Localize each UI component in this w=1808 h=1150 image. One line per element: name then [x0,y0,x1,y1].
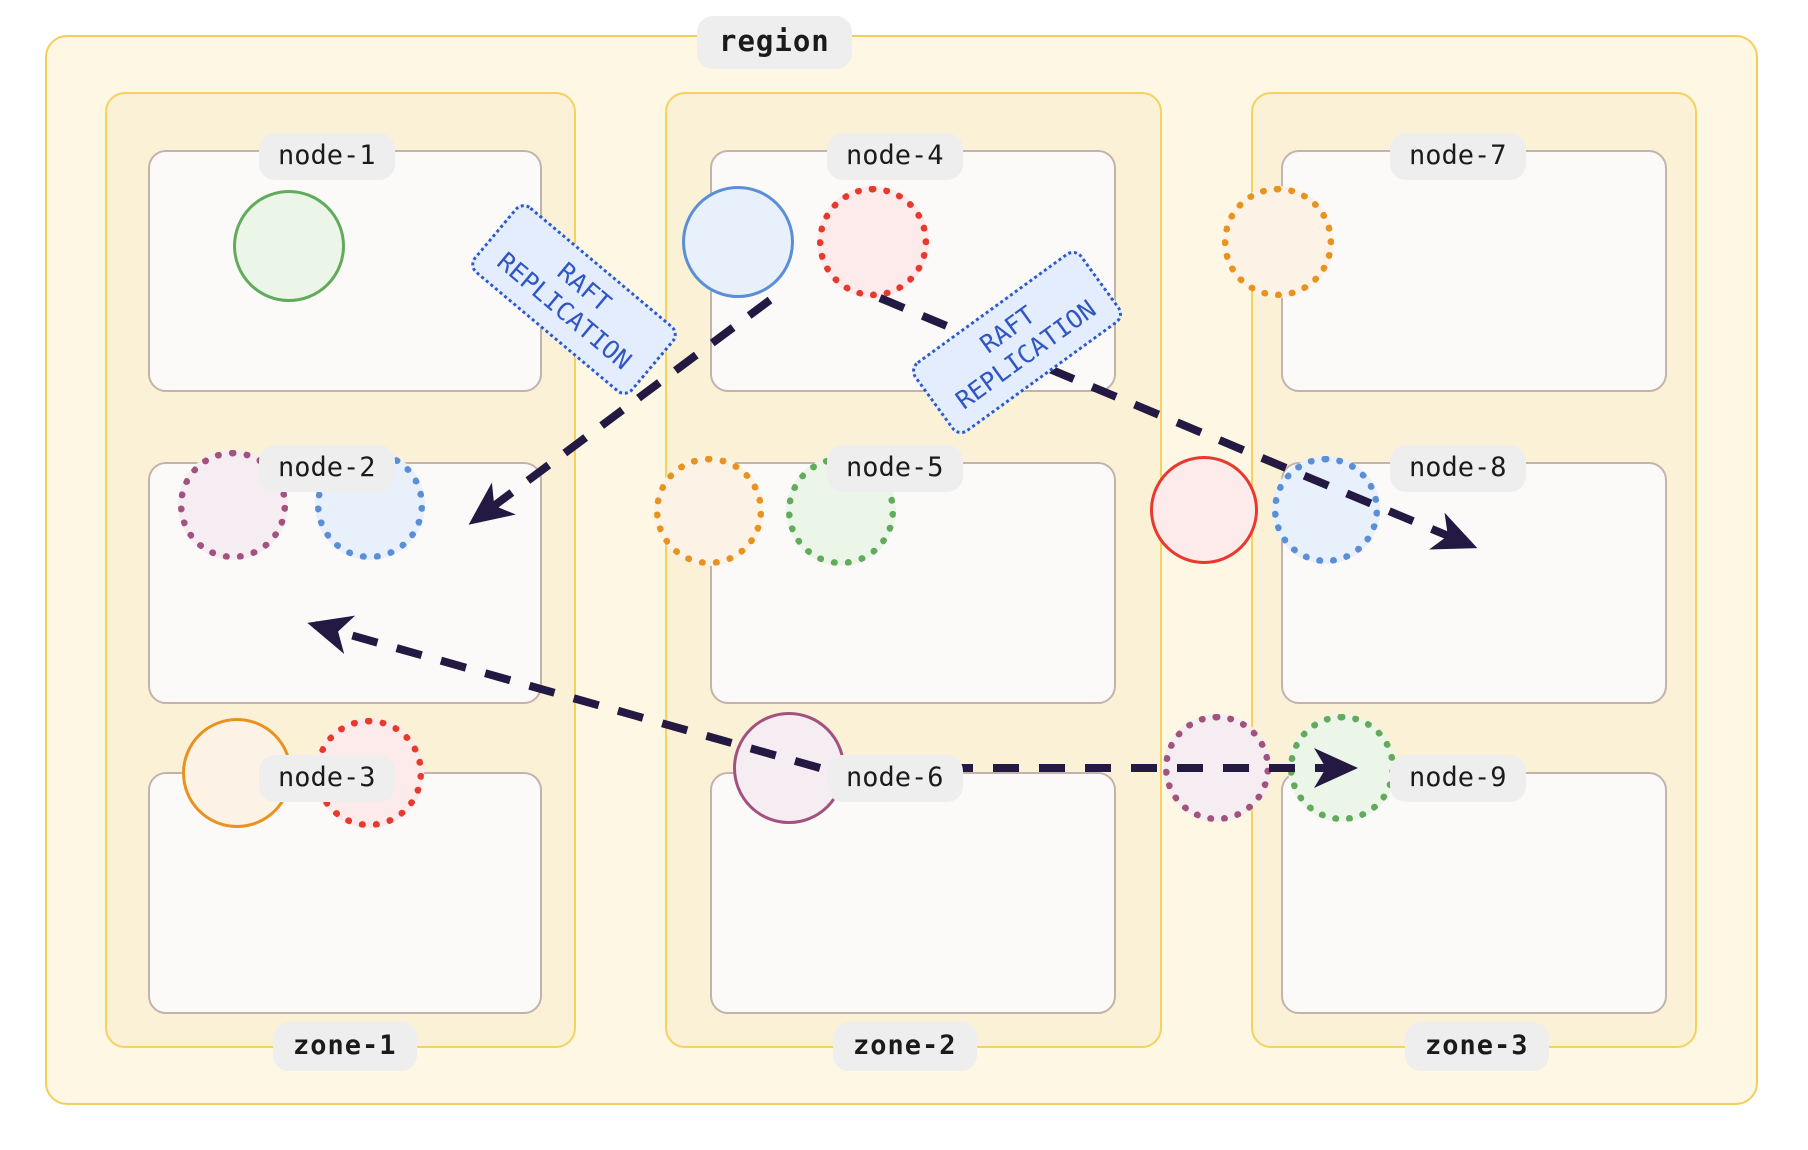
zone-label-zone-1: zone-1 [273,1022,417,1071]
replica-circle-node-1-0 [233,190,345,302]
node-label-node-9: node-9 [1390,755,1526,802]
zone-label-zone-3: zone-3 [1405,1022,1549,1071]
replica-circle-node-4-1 [817,186,929,298]
node-label-node-1: node-1 [259,133,395,180]
replica-circle-node-2-0 [178,450,288,560]
node-label-node-4: node-4 [827,133,963,180]
node-label-node-3: node-3 [259,755,395,802]
node-container-node-5 [710,462,1116,704]
node-label-node-8: node-8 [1390,445,1526,492]
node-container-node-7 [1281,150,1667,392]
region-label: region [697,16,852,69]
replica-circle-node-7-0 [1222,186,1334,298]
replica-circle-node-8-0 [1150,456,1258,564]
node-label-node-6: node-6 [827,755,963,802]
node-label-node-7: node-7 [1390,133,1526,180]
replica-circle-node-5-0 [654,456,764,566]
replica-circle-node-9-1 [1288,714,1396,822]
node-label-node-5: node-5 [827,445,963,492]
node-label-node-2: node-2 [259,445,395,492]
replica-circle-node-8-1 [1272,456,1380,564]
replica-circle-node-4-0 [682,186,794,298]
zone-label-zone-2: zone-2 [833,1022,977,1071]
replica-circle-node-9-0 [1163,714,1271,822]
